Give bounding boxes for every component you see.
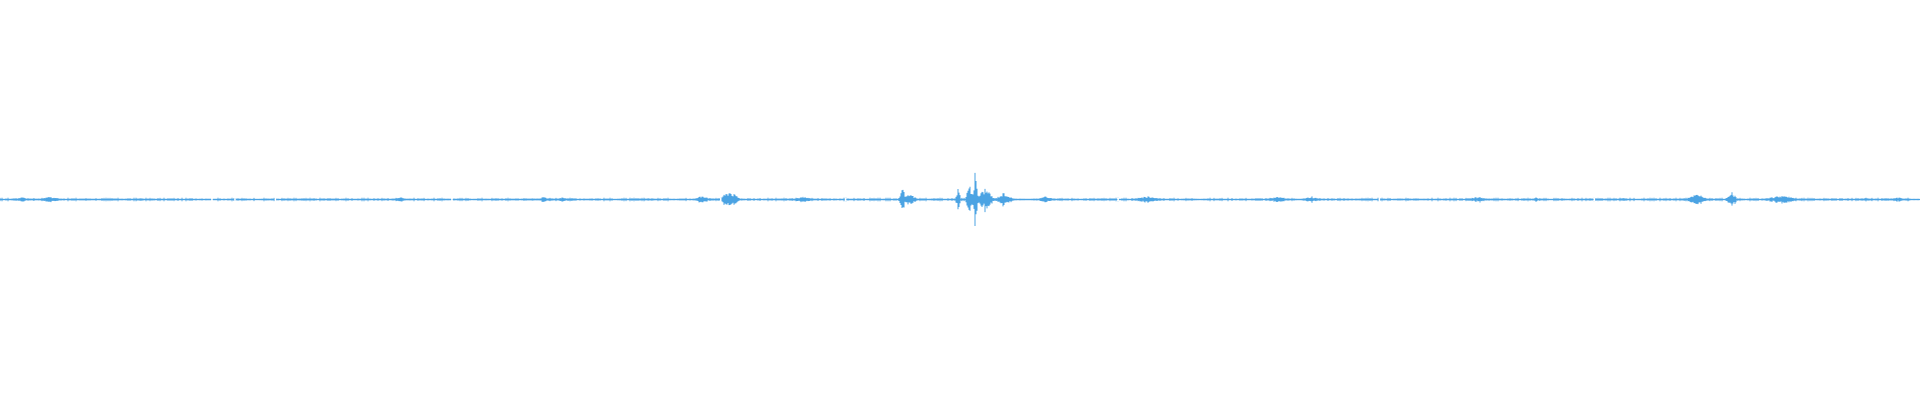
waveform-gap [720,198,722,201]
waveform-gap [211,198,213,201]
waveform-gap [844,198,847,201]
waveform-gap [1593,198,1596,201]
waveform-gap [1378,198,1381,201]
waveform-gap [274,198,277,201]
waveform-gap [1117,198,1119,201]
waveform-gap [234,198,236,201]
waveform-bars [0,172,1919,226]
waveform-gap [451,198,453,201]
